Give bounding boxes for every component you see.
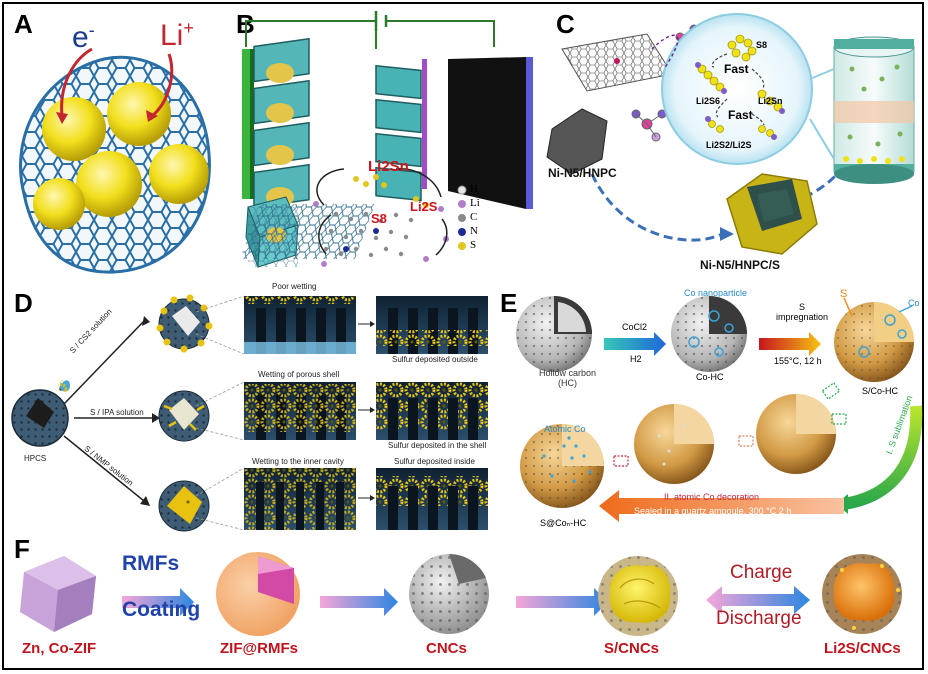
- sulfur-chain-icons: [697, 34, 783, 137]
- fast-label-2: Fast: [728, 108, 753, 122]
- lithium-arrow-icon: [151, 53, 174, 118]
- deposited-shell-label: Sulfur deposited in the shell: [388, 441, 487, 450]
- electron-label: e-: [72, 20, 95, 54]
- catalysis-bubble: [661, 13, 813, 165]
- li2sn-label-c: Li2Sn: [758, 96, 783, 106]
- zif-rmfs-sphere: [216, 552, 300, 636]
- panel-f-diagram: [20, 552, 902, 636]
- sublimation-arrow-icon: [842, 405, 923, 510]
- panel-c-diagram: [546, 13, 915, 255]
- panel-label-d: D: [14, 288, 33, 318]
- hollow-carbon-sphere: [516, 296, 592, 372]
- h2-label: H2: [630, 354, 642, 364]
- gold-sphere-middle-left: [634, 404, 714, 484]
- wetting-tank-3: [244, 468, 356, 530]
- atomic-co-label: Atomic Co: [544, 424, 586, 434]
- s-label-e: S: [840, 288, 848, 300]
- li2sn-label-b: Li2Sn: [368, 158, 409, 175]
- s-cncs-label: S/CNCs: [604, 640, 660, 657]
- poor-wetting-label: Poor wetting: [272, 282, 317, 291]
- sealed-ampoule-arrow-icon: [599, 490, 844, 522]
- wetting-shell-label: Wetting of porous shell: [258, 370, 340, 379]
- graphene-tile-stack: [253, 37, 310, 209]
- middle-tile-stack: [375, 64, 422, 202]
- li2s-cncs-sphere: [822, 554, 902, 634]
- wetting-cavity-label: Wetting to the inner cavity: [252, 457, 344, 466]
- panel-b-diagram: [240, 11, 533, 268]
- route-sphere-3: [158, 480, 210, 532]
- hollow-carbon-label: Hollow carbon(HC): [539, 368, 597, 388]
- deposit-tank-1: [376, 296, 488, 354]
- s-at-con-hc-sphere: [520, 424, 604, 508]
- deposited-inside-label: Sulfur deposited inside: [394, 457, 475, 466]
- rmfs-label: RMFs: [122, 552, 180, 575]
- panel-label-f: F: [14, 534, 30, 564]
- route2-label: S / IPA solution: [90, 408, 144, 417]
- co-hc-sphere: [671, 296, 747, 372]
- deposited-outside-label: Sulfur deposited outside: [392, 355, 478, 364]
- molecular-graphene-lattice: [240, 168, 449, 267]
- co-label-e: Co: [908, 298, 920, 308]
- s-cncs-sphere: [598, 556, 678, 636]
- rmfs-arrow-icon: [122, 588, 194, 616]
- discharge-label: Discharge: [716, 608, 802, 629]
- zif-rmfs-label: ZIF@RMFs: [220, 640, 298, 657]
- panel-label-e: E: [500, 288, 518, 318]
- li2s2-li2s-label: Li2S2/Li2S: [706, 140, 752, 150]
- co-decoration-label: II. atomic Co decoration: [664, 492, 760, 502]
- wetting-tank-2: [244, 382, 356, 440]
- impregnation-arrow-icon: [759, 332, 821, 356]
- hpcs-label: HPCS: [24, 454, 47, 463]
- panel-label-a: A: [14, 9, 33, 39]
- process-arrow-icon: [358, 321, 375, 501]
- panel-e-diagram: [516, 296, 923, 522]
- sulfur-loading-arrow-icon: [516, 588, 608, 616]
- s-at-con-hc-label: S@Coₙ-HC: [540, 518, 587, 528]
- battery-cylinder: [833, 36, 915, 184]
- cocl2-label: CoCl2: [622, 322, 648, 332]
- carbonization-arrow-icon: [320, 588, 398, 616]
- sealed-ampoule-label: Sealed in a quartz ampoule, 300 °C 2 h: [634, 506, 792, 516]
- zif-polyhedron: [20, 556, 96, 632]
- s-co-hc-sphere: [834, 302, 914, 382]
- panel-d-diagram: [11, 294, 488, 532]
- fast-label-1: Fast: [724, 62, 749, 76]
- lithium-ion-label: Li+: [160, 18, 194, 52]
- route-sphere-1: [156, 294, 213, 353]
- deposit-tank-3: [376, 468, 488, 530]
- li2s6-label: Li2S6: [696, 96, 721, 106]
- gold-sphere-middle-right: [756, 394, 836, 474]
- route-sphere-2: [158, 390, 210, 442]
- ni-n5-hnpc-s-label: Ni-N5/HNPC/S: [700, 258, 781, 272]
- impregnation-conditions: 155°C, 12 h: [774, 356, 822, 366]
- s8-label-b: S8: [371, 211, 387, 226]
- li2s-cncs-label: Li2S/CNCs: [824, 640, 901, 657]
- li2s-label-b: Li2S: [410, 199, 438, 214]
- s8-label-c: S8: [756, 40, 768, 50]
- deposit-tank-2: [376, 382, 488, 440]
- charge-discharge-arrow-icon: [706, 586, 810, 614]
- cocl2-arrow-icon: [604, 332, 666, 356]
- co-hc-label: Co-HC: [696, 372, 724, 382]
- charge-label: Charge: [730, 562, 793, 583]
- dashed-flow-arrow-icon: [590, 173, 723, 242]
- panel-a-cage-diagram: [19, 47, 211, 274]
- cncs-label: CNCs: [426, 640, 467, 657]
- electron-arrow-icon: [60, 47, 93, 117]
- ni-n5-hnpc-label: Ni-N5/HNPC: [548, 166, 617, 180]
- co-nanoparticle-label: Co nanoparticle: [684, 288, 748, 298]
- s-co-hc-label: S/Co-HC: [862, 386, 899, 396]
- cncs-sphere: [409, 553, 489, 634]
- wetting-tank-1: [244, 296, 356, 354]
- atom-legend: [457, 185, 467, 250]
- coating-label: Coating: [122, 598, 201, 621]
- panel-label-c: C: [556, 9, 575, 39]
- zif-label: Zn, Co-ZIF: [22, 640, 97, 657]
